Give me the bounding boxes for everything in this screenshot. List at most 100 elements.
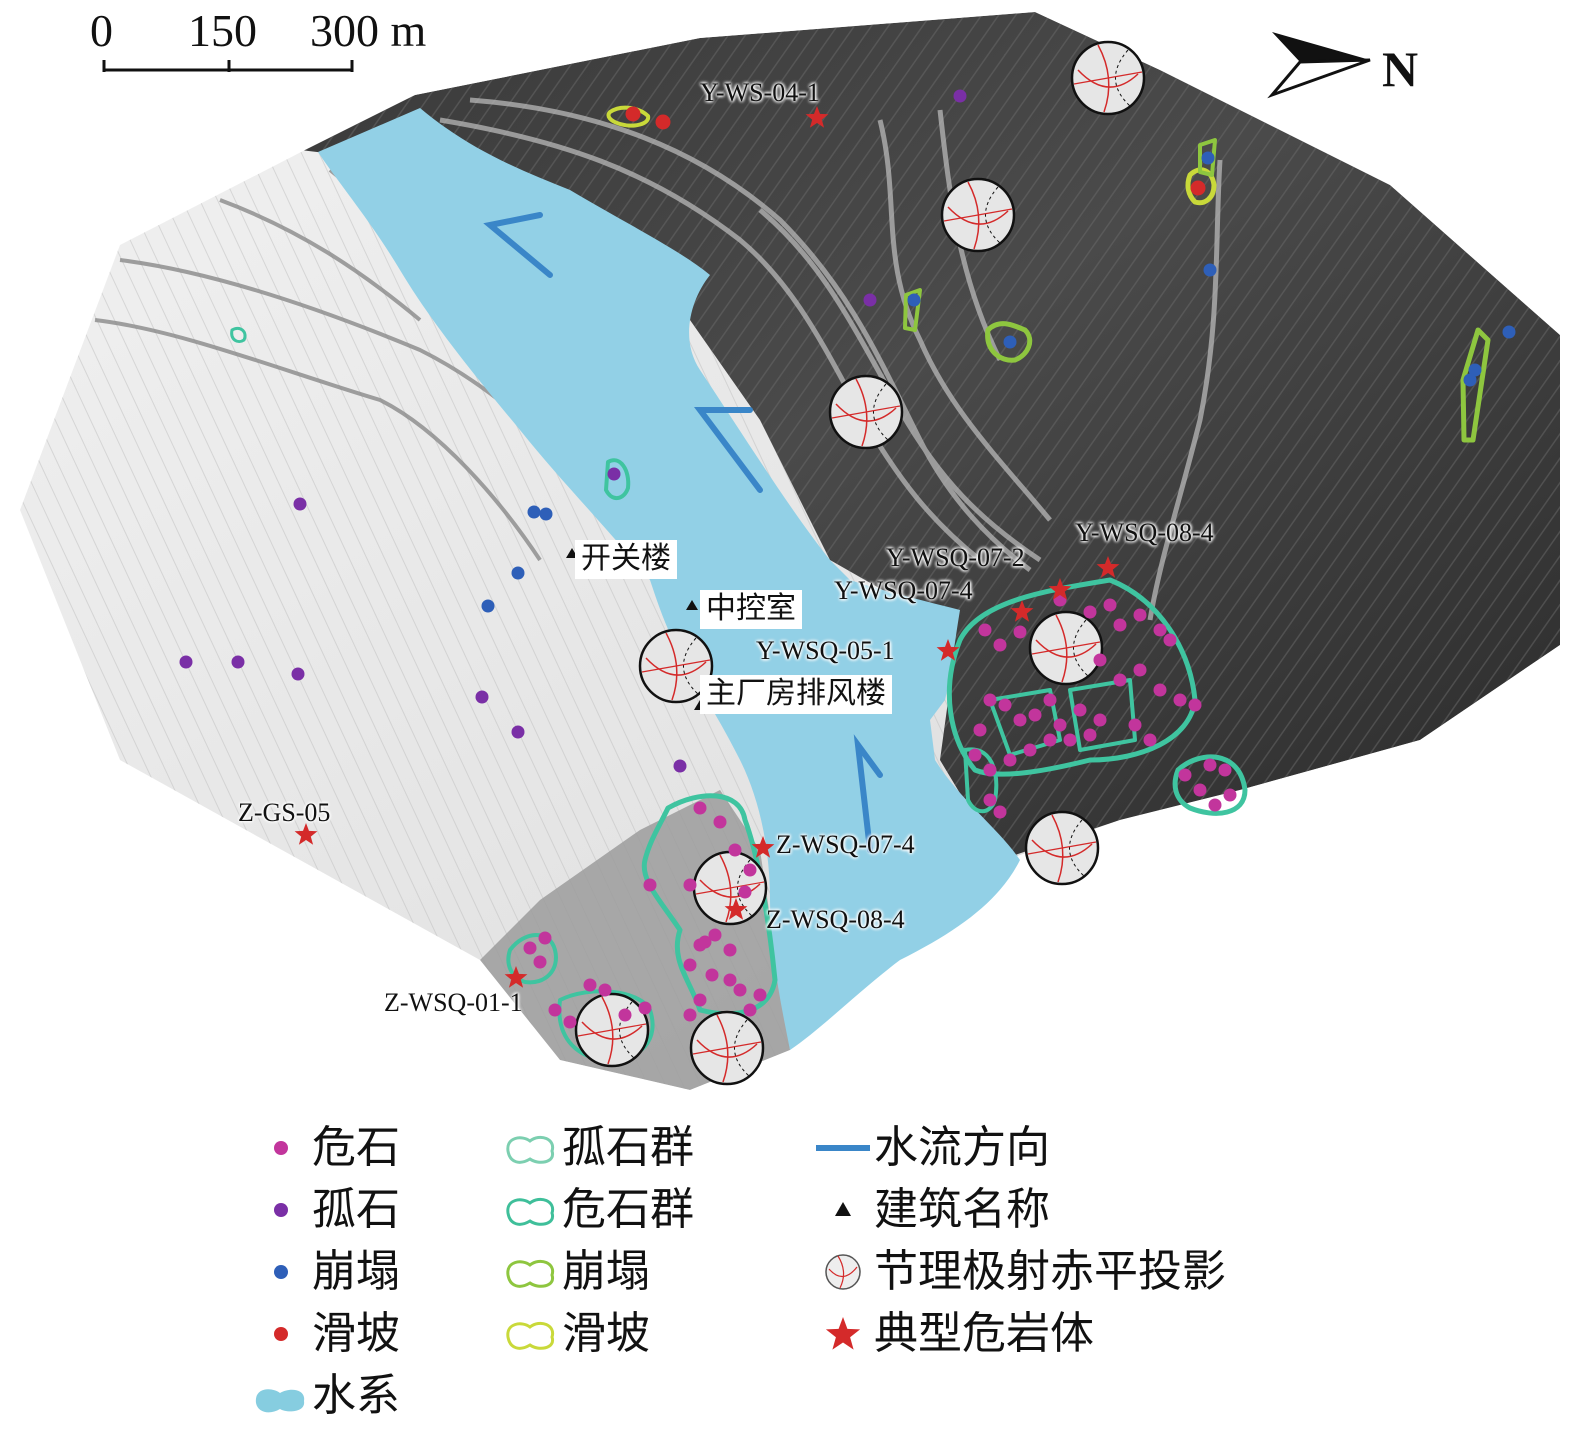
unstable-rock-dot: [698, 935, 712, 949]
legend-item: 水流方向: [812, 1121, 1050, 1175]
legend-item: 典型危岩体: [812, 1307, 1094, 1361]
unstable-rock-dot: [993, 805, 1007, 819]
stereonet-icon: [689, 1010, 765, 1086]
unstable-rock-dot: [523, 941, 537, 955]
triangle-legend-icon: [812, 1183, 874, 1237]
unstable-rock-dot: [998, 698, 1012, 712]
star-y-wsq-08-4: [1096, 556, 1120, 578]
star-y-ws-04-1: [805, 106, 829, 128]
label-z-gs-05: Z-GS-05: [238, 798, 331, 827]
unstable-rock-dot: [983, 793, 997, 807]
unstable-rock-dot: [1003, 753, 1017, 767]
boulder-dot: [511, 725, 525, 739]
unstable-rock-dot: [693, 801, 707, 815]
unstable-rock-dot: [705, 968, 719, 982]
star-z-wsq-07-4: [751, 836, 775, 858]
unstable-rock-dot: [1023, 743, 1037, 757]
unstable-rock-dot: [1083, 605, 1097, 619]
collapse-dot: [1468, 363, 1482, 377]
legend-label: 危石群: [562, 1184, 694, 1235]
label-y-wsq-07-2: Y-WSQ-07-2: [886, 543, 1025, 572]
collapse-dot: [1463, 373, 1477, 387]
unstable-rock-dot: [1053, 718, 1067, 732]
unstable-rock-dot: [1013, 625, 1027, 639]
legend-label: 建筑名称: [874, 1184, 1050, 1235]
dot-legend-icon: [250, 1121, 312, 1175]
outline-legend-icon: [500, 1307, 562, 1361]
legend-item: 滑坡: [500, 1307, 650, 1361]
outline-legend-icon: [500, 1183, 562, 1237]
unstable-rock-dot: [1128, 718, 1142, 732]
stereonet-icon: [1024, 810, 1100, 886]
star-y-wsq-07-4: [1010, 600, 1034, 622]
unstable-rock-dot: [1143, 733, 1157, 747]
legend-item: 崩塌: [250, 1245, 400, 1299]
legend-label: 水流方向: [874, 1122, 1050, 1173]
typical-hazard-stars: [294, 106, 1120, 988]
unstable-rock-dot: [1133, 608, 1147, 622]
legend-label: 典型危岩体: [874, 1308, 1094, 1359]
legend-item: 水系: [250, 1369, 400, 1423]
water-legend-icon: [250, 1369, 312, 1423]
unstable-rock-dot: [1093, 653, 1107, 667]
legend-item: 孤石群: [500, 1121, 694, 1175]
label-y-wsq-08-4: Y-WSQ-08-4: [1075, 518, 1214, 547]
label-z-wsq-01-1: Z-WSQ-01-1: [384, 988, 523, 1017]
dot-legend-icon: [250, 1307, 312, 1361]
unstable-rock-dot: [1013, 713, 1027, 727]
boulder-dot: [291, 667, 305, 681]
dot-legend-icon: [250, 1183, 312, 1237]
unstable-rock-dot: [968, 748, 982, 762]
landslide-dot: [625, 106, 641, 122]
legend-item: 危石: [250, 1121, 400, 1175]
unstable-rock-dot: [983, 763, 997, 777]
building-label-switch-house: 开关楼: [575, 540, 677, 579]
unstable-rock-dot: [548, 1003, 562, 1017]
unstable-rock-dot: [1153, 683, 1167, 697]
stereonet-icon: [638, 628, 714, 704]
unstable-rock-dot: [983, 693, 997, 707]
unstable-rock-dot: [1173, 693, 1187, 707]
legend-label: 滑坡: [562, 1308, 650, 1359]
unstable-rock-dot: [1043, 733, 1057, 747]
boulder-dot: [607, 467, 621, 481]
legend-label: 危石: [312, 1122, 400, 1173]
unstable-rock-dot: [1028, 708, 1042, 722]
unstable-rock-dot: [563, 1015, 577, 1029]
legend-label: 崩塌: [312, 1246, 400, 1297]
hazard-points: [179, 89, 1516, 1029]
star-z-gs-05: [294, 823, 318, 845]
stereonet-icon: [940, 177, 1016, 253]
unstable-rock-dot: [1113, 618, 1127, 632]
boulder-dot: [475, 690, 489, 704]
unstable-rock-dot: [728, 843, 742, 857]
unstable-rock-dot: [973, 723, 987, 737]
outline-legend-icon: [500, 1121, 562, 1175]
unstable-rock-dot: [683, 1008, 697, 1022]
legend-label: 孤石: [312, 1184, 400, 1235]
unstable-rock-dot: [618, 1008, 632, 1022]
boulder-dot: [863, 293, 877, 307]
label-y-wsq-05-1: Y-WSQ-05-1: [756, 636, 895, 665]
collapse-dot: [511, 566, 525, 580]
unstable-rock-dot: [583, 978, 597, 992]
stereonet-legend-icon: [812, 1245, 874, 1299]
collapse-dot: [539, 507, 553, 521]
star-y-wsq-07-2: [1048, 578, 1072, 600]
unstable-rock-dot: [723, 943, 737, 957]
outline-legend-icon: [500, 1245, 562, 1299]
legend-label: 崩塌: [562, 1246, 650, 1297]
unstable-rock-dot: [683, 878, 697, 892]
boulder-dot: [953, 89, 967, 103]
boulder-dot: [673, 759, 687, 773]
collapse-dot: [1203, 263, 1217, 277]
label-z-wsq-07-4: Z-WSQ-07-4: [776, 830, 915, 859]
legend-label: 节理极射赤平投影: [874, 1246, 1226, 1297]
unstable-rock-dot: [638, 1001, 652, 1015]
boulder-dot: [231, 655, 245, 669]
scale-label-150: 150: [188, 5, 257, 56]
stereonet-icon: [1028, 610, 1104, 686]
legend-item: 孤石: [250, 1183, 400, 1237]
unstable-rock-dot: [743, 863, 757, 877]
